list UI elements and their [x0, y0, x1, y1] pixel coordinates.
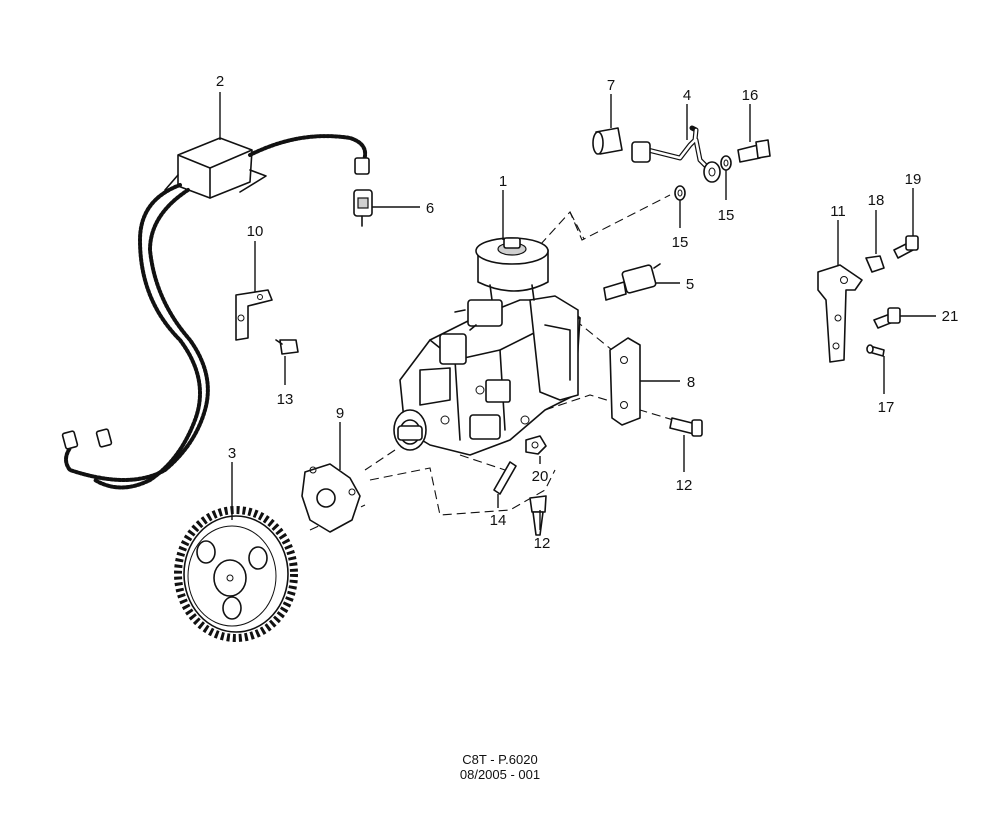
footer-date-ref: 08/2005 - 001: [459, 767, 541, 782]
sensor-part: [353, 189, 373, 227]
valve-5: [603, 263, 661, 301]
callout-12b: 12: [534, 535, 551, 552]
callout-5: 5: [686, 276, 694, 293]
callout-6: 6: [426, 200, 434, 217]
callout-19: 19: [905, 171, 922, 188]
union-7: [592, 127, 623, 155]
callout-3: 3: [228, 445, 236, 462]
bolt-12b: [529, 495, 547, 536]
wiring-harness-module: [61, 134, 370, 490]
bolt-19: [893, 235, 919, 259]
callout-4: 4: [683, 87, 691, 104]
callout-9: 9: [336, 405, 344, 422]
lever-11: [817, 264, 863, 363]
bolt-21: [873, 307, 901, 329]
callout-labels: 1 2 3 4 5 6 7 8 9 10 11 12 12 13 14 15 1…: [216, 73, 959, 552]
callout-13: 13: [277, 391, 294, 408]
fuel-pipe: [631, 125, 721, 183]
timing-gear: [174, 506, 298, 642]
injection-pump: [393, 237, 581, 456]
bolt-12a: [669, 417, 703, 437]
leader-lines: [219, 92, 936, 530]
gasket-9: [301, 463, 361, 533]
callout-16: 16: [742, 87, 759, 104]
callout-12a: 12: [676, 477, 693, 494]
pin-17: [866, 344, 885, 357]
callout-11: 11: [830, 203, 846, 220]
callout-8: 8: [687, 374, 695, 391]
clip-18: [865, 255, 885, 273]
callout-1: 1: [499, 173, 507, 190]
callout-7: 7: [607, 77, 615, 94]
callout-2: 2: [216, 73, 224, 90]
callout-14: 14: [490, 512, 507, 529]
callout-10: 10: [247, 223, 264, 240]
washer-15a: [674, 185, 686, 201]
footer-code: C8T - P.6020: [462, 752, 538, 767]
nut-20: [525, 435, 547, 455]
bolt-16: [737, 139, 771, 163]
callout-18: 18: [868, 192, 885, 209]
stud-14: [493, 461, 517, 495]
bracket-10: [235, 289, 273, 341]
callout-17: 17: [878, 399, 895, 416]
callout-15b: 15: [718, 207, 735, 224]
bolt-13: [275, 339, 299, 355]
callout-15a: 15: [672, 234, 689, 251]
callout-20: 20: [532, 468, 549, 485]
washer-15b: [720, 155, 732, 171]
callout-21: 21: [942, 308, 959, 325]
bracket-8: [609, 337, 641, 426]
